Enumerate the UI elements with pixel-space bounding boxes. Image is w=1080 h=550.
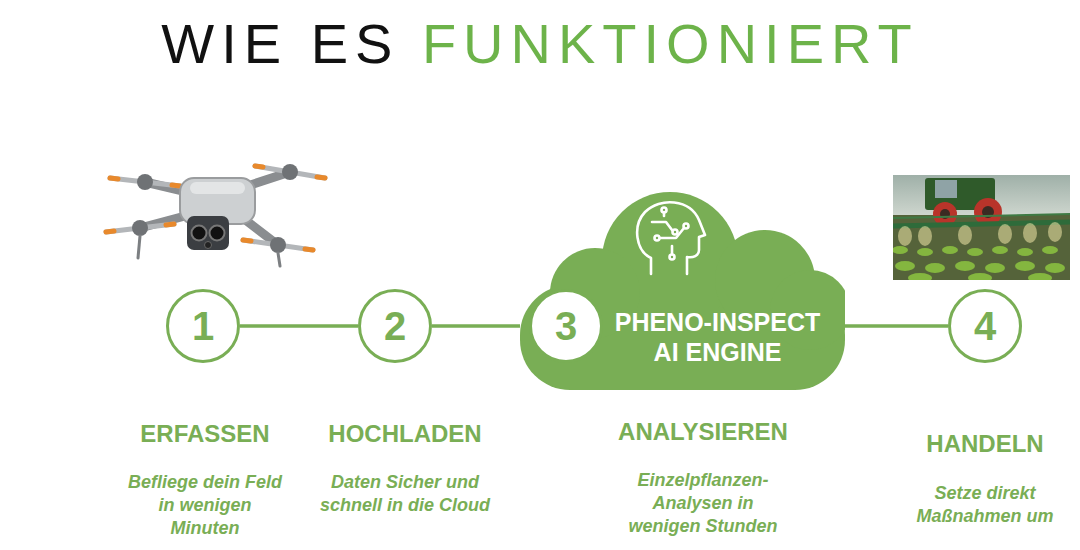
page-title: WIE ES FUNKTIONIERT <box>0 10 1080 78</box>
ai-brain-icon-part-part <box>670 255 675 260</box>
step-circle: 3 <box>529 289 603 363</box>
cloud-outline-part <box>520 192 845 390</box>
sprayer-photo-part-part <box>925 263 945 273</box>
drone-illustration-part <box>192 226 207 241</box>
sprayer-photo-part <box>898 222 1062 246</box>
step-number: 2 <box>384 306 406 346</box>
drone-illustration-part-part <box>110 178 118 179</box>
drone-illustration-part-part <box>172 185 180 186</box>
sprayer-photo-part-part <box>1042 246 1058 254</box>
ai-brain-icon-part-part <box>671 246 674 254</box>
sprayer-photo-part-part <box>1048 222 1062 242</box>
drone-illustration <box>106 164 325 266</box>
drone-illustration-part <box>187 216 229 250</box>
sprayer-photo-part-part <box>1045 263 1065 273</box>
ai-brain-icon-part-part <box>684 224 689 229</box>
ai-brain-icon-part-part <box>662 208 667 213</box>
drone-illustration-part-part <box>166 224 174 225</box>
drone-illustration-part-part <box>106 231 114 232</box>
connector-line <box>432 324 520 328</box>
step-circle: 2HOCHLADENDaten Sicher und schnell in di… <box>358 289 432 363</box>
drone-illustration-part-part <box>305 249 313 250</box>
step-number: 1 <box>192 306 214 346</box>
sprayer-photo-part <box>893 214 1070 218</box>
ai-brain-icon-part-part <box>663 212 666 216</box>
sprayer-photo-part-part <box>1015 261 1035 271</box>
sprayer-photo-part-part <box>992 246 1008 254</box>
drone-illustration-part-part <box>282 164 298 180</box>
drone-illustration-part <box>132 164 298 253</box>
step-number: 4 <box>974 306 996 346</box>
step-heading: HANDELN <box>926 430 1043 458</box>
step-description: Daten Sicher und schnell in die Cloud <box>315 471 495 517</box>
sprayer-photo-part-part <box>895 261 915 271</box>
sprayer-photo-part-part <box>968 273 992 280</box>
drone-illustration-part-part <box>138 236 140 258</box>
sprayer-photo-part-part <box>918 226 932 246</box>
ai-brain-icon-part-part <box>652 222 672 230</box>
drone-illustration-part-part <box>137 174 153 190</box>
drone-illustration-part-part <box>270 237 286 253</box>
sprayer-photo-part-part <box>998 224 1012 244</box>
step-circle: 4HANDELNSetze direkt Maßnahmen um <box>948 289 1022 363</box>
sprayer-photo-part-part <box>1023 223 1037 243</box>
sprayer-photo-part-part <box>1028 273 1052 280</box>
sprayer-photo-part-part <box>958 225 972 245</box>
step-heading: HOCHLADEN <box>328 420 481 448</box>
ai-brain-icon-part <box>637 202 705 274</box>
sprayer-photo-part-part <box>898 226 912 246</box>
step-description: Einzelpflanzen- Analysen in wenigen Stun… <box>616 469 791 538</box>
sprayer-photo-part <box>893 246 1065 280</box>
sprayer-photo-part-part <box>985 263 1005 273</box>
step-heading: ANALYSIEREN <box>618 418 788 446</box>
connector-line <box>240 324 358 328</box>
ai-brain-icon-part-part <box>673 230 678 235</box>
engine-name: PHENO-INSPECT AI ENGINE <box>610 307 825 367</box>
sprayer-photo-part-part <box>908 273 932 280</box>
drone-illustration-part <box>210 226 225 241</box>
step-description: Setze direkt Maßnahmen um <box>905 482 1065 528</box>
drone-illustration-part <box>190 182 245 194</box>
step-heading: ERFASSEN <box>140 420 269 448</box>
title-text: WIE ES FUNKTIONIERT <box>161 10 918 78</box>
sprayer-photo-part-part <box>967 248 983 256</box>
ai-brain-icon-part-part <box>637 202 705 274</box>
ai-engine-cloud: PHENO-INSPECT AI ENGINEANALYSIERENEinzel… <box>520 185 845 390</box>
step-number: 3 <box>555 306 577 346</box>
drone-illustration-part <box>205 242 212 249</box>
ai-brain-icon-part-part <box>655 236 660 241</box>
connector-line <box>845 324 948 328</box>
ai-brain-icon-part-part <box>660 228 684 238</box>
drone-illustration-part-part <box>278 253 280 266</box>
drone-illustration-part-part <box>243 240 251 241</box>
step-description: Befliege dein Feld in wenigen Minuten <box>123 471 288 540</box>
sprayer-photo-part-part <box>1017 248 1033 256</box>
sprayer-photo-part-part <box>942 246 958 254</box>
drone-illustration-part-part <box>255 166 263 167</box>
sprayer-photo-part <box>893 215 1070 280</box>
drone-illustration-part-part <box>317 177 325 178</box>
sprayer-photo <box>893 175 1070 280</box>
sprayer-photo-part-part <box>917 248 933 256</box>
sprayer-photo-part-part <box>955 261 975 271</box>
drone-illustration-part-part <box>132 220 148 236</box>
step-circle: 1ERFASSENBefliege dein Feld in wenigen M… <box>166 289 240 363</box>
sprayer-photo-part <box>935 180 957 198</box>
sprayer-photo-part <box>893 222 1070 226</box>
sprayer-photo-part-part <box>893 246 908 254</box>
